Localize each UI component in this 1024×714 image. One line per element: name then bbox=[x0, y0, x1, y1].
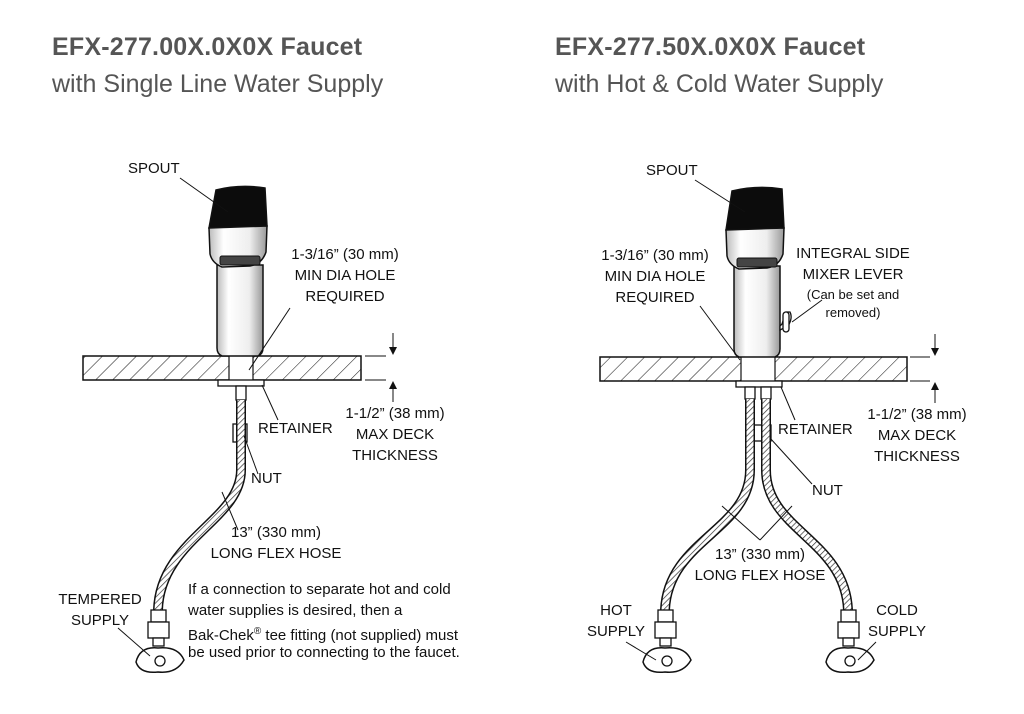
left-label-tempered: TEMPERED bbox=[58, 591, 142, 608]
note-tee-fitting: tee fitting (not supplied) must bbox=[261, 627, 458, 644]
right-deck-hole bbox=[741, 357, 775, 381]
right-label-retainer: RETAINER bbox=[778, 421, 853, 438]
right-label-cold: COLD bbox=[876, 602, 918, 619]
note-registered-mark: ® bbox=[253, 626, 262, 637]
left-label-hole-size: 1-3/16” (30 mm) bbox=[291, 246, 399, 263]
note-line-3: Bak-Chek® tee fitting (not supplied) mus… bbox=[188, 622, 458, 646]
note-line-4: be used prior to connecting to the fauce… bbox=[188, 644, 460, 661]
right-label-nut: NUT bbox=[812, 482, 843, 499]
right-faucet-body bbox=[733, 265, 781, 358]
left-spout-head bbox=[208, 185, 268, 229]
right-label-deck-thickness: THICKNESS bbox=[874, 448, 960, 465]
left-countertop bbox=[82, 355, 362, 381]
right-label-cold-supply: SUPPLY bbox=[867, 623, 927, 640]
right-label-hose-type: LONG FLEX HOSE bbox=[694, 567, 826, 584]
left-deck-hole bbox=[229, 356, 253, 380]
right-label-spout: SPOUT bbox=[646, 162, 698, 179]
note-line-1: If a connection to separate hot and cold bbox=[188, 581, 451, 598]
right-label-lever-note-2: removed) bbox=[825, 305, 881, 320]
right-spout-head bbox=[725, 186, 785, 231]
left-label-hole-min: MIN DIA HOLE bbox=[294, 267, 396, 284]
left-title: EFX-277.00X.0X0X Faucet bbox=[52, 33, 363, 61]
right-label-lever-mixer: MIXER LEVER bbox=[802, 266, 904, 283]
right-diagram bbox=[599, 179, 939, 674]
right-sensor-window bbox=[736, 257, 778, 268]
left-valve-fitting bbox=[150, 609, 167, 623]
note-line-2: water supplies is desired, then a bbox=[188, 602, 403, 619]
right-label-hot: HOT bbox=[600, 602, 632, 619]
left-label-deck-max: MAX DECK bbox=[355, 426, 435, 443]
left-label-nut: NUT bbox=[251, 470, 282, 487]
right-label-hole-min: MIN DIA HOLE bbox=[604, 268, 706, 285]
left-label-deck-size: 1-1/2” (38 mm) bbox=[345, 405, 445, 422]
left-label-hole-required: REQUIRED bbox=[305, 288, 385, 305]
right-label-lever-note-1: (Can be set and bbox=[806, 287, 900, 302]
right-label-hose-length: 13” (330 mm) bbox=[714, 546, 806, 563]
right-label-deck-max: MAX DECK bbox=[877, 427, 957, 444]
left-label-hose-length: 13” (330 mm) bbox=[230, 524, 322, 541]
left-label-spout: SPOUT bbox=[128, 160, 180, 177]
right-label-lever-integral: INTEGRAL SIDE bbox=[796, 245, 910, 262]
right-label-deck-size: 1-1/2” (38 mm) bbox=[867, 406, 967, 423]
right-label-hole-size: 1-3/16” (30 mm) bbox=[601, 247, 709, 264]
right-label-hot-supply: SUPPLY bbox=[586, 623, 646, 640]
left-label-hose-type: LONG FLEX HOSE bbox=[210, 545, 342, 562]
left-subtitle: with Single Line Water Supply bbox=[52, 70, 384, 98]
right-subtitle: with Hot & Cold Water Supply bbox=[555, 70, 884, 98]
right-title: EFX-277.50X.0X0X Faucet bbox=[555, 33, 866, 61]
left-label-deck-thickness: THICKNESS bbox=[352, 447, 438, 464]
left-diagram bbox=[82, 177, 397, 674]
left-sensor-window bbox=[219, 255, 261, 266]
left-label-supply: SUPPLY bbox=[70, 612, 130, 629]
note-bakchek: Bak-Chek bbox=[188, 627, 254, 644]
left-retainer bbox=[217, 379, 265, 387]
right-label-hole-required: REQUIRED bbox=[615, 289, 695, 306]
left-label-retainer: RETAINER bbox=[258, 420, 333, 437]
right-retainer bbox=[735, 380, 783, 388]
left-faucet-body bbox=[216, 264, 264, 357]
